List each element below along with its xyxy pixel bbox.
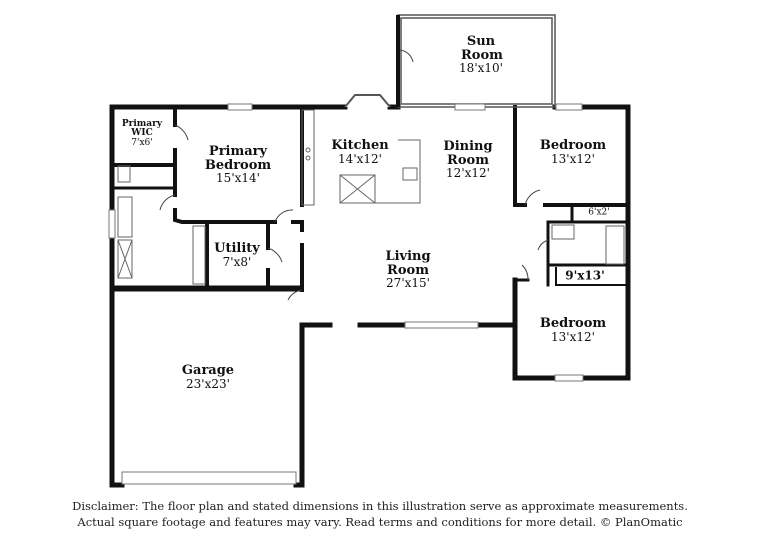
room-name: Primary Bedroom [204,144,272,173]
room-dimensions: 27'x15' [386,276,430,291]
room-dimensions: 15'x14' [216,171,260,186]
room-name: Primary WIC [121,118,163,139]
disclaimer-line-1: Disclaimer: The floor plan and stated di… [72,499,688,513]
room-dimensions: 23'x23' [186,376,230,391]
room-label-primary-wic: Primary WIC 7'x6' [120,118,165,148]
room-label-bedroom-lower: Bedroom 13'x12' [540,317,606,343]
room-dimensions: 9'x13' [565,268,605,283]
room-dimensions: 13'x12' [551,329,595,344]
room-name: Bedroom [539,137,607,153]
disclaimer-line-2: Actual square footage and features may v… [77,515,683,529]
room-label-kitchen: Kitchen 14'x12' [331,139,388,165]
room-name: Garage [181,362,235,378]
room-name: Utility [214,240,260,256]
room-dimensions: 7'x8' [222,254,252,269]
room-dimensions: 13'x12' [551,151,595,166]
room-label-dining-room: Dining Room 12'x12' [443,140,493,180]
room-label-bedroom-upper: Bedroom 13'x12' [540,139,606,165]
room-label-sun-room: Sun Room 18'x10' [459,35,503,75]
room-label-bath: 9'x13' [565,270,605,283]
room-dimensions: 6'x2' [588,207,610,218]
room-name: Kitchen [331,137,389,153]
room-label-living-room: Living Room 27'x15' [383,250,433,290]
room-name: Sun Room [461,34,503,63]
room-label-garage: Garage 23'x23' [182,364,234,390]
disclaimer: Disclaimer: The floor plan and stated di… [0,498,760,530]
room-label-utility: Utility 7'x8' [214,242,260,268]
room-name: Living Room [385,249,431,278]
room-dimensions: 7'x6' [131,137,153,148]
room-label-closet: 6'x2' [588,207,610,218]
room-name: Bedroom [539,315,607,331]
room-dimensions: 18'x10' [459,61,503,76]
room-dimensions: 14'x12' [338,151,382,166]
room-name: Dining Room [443,139,493,168]
room-label-primary-bedroom: Primary Bedroom 15'x14' [203,145,273,185]
room-dimensions: 12'x12' [446,166,490,181]
